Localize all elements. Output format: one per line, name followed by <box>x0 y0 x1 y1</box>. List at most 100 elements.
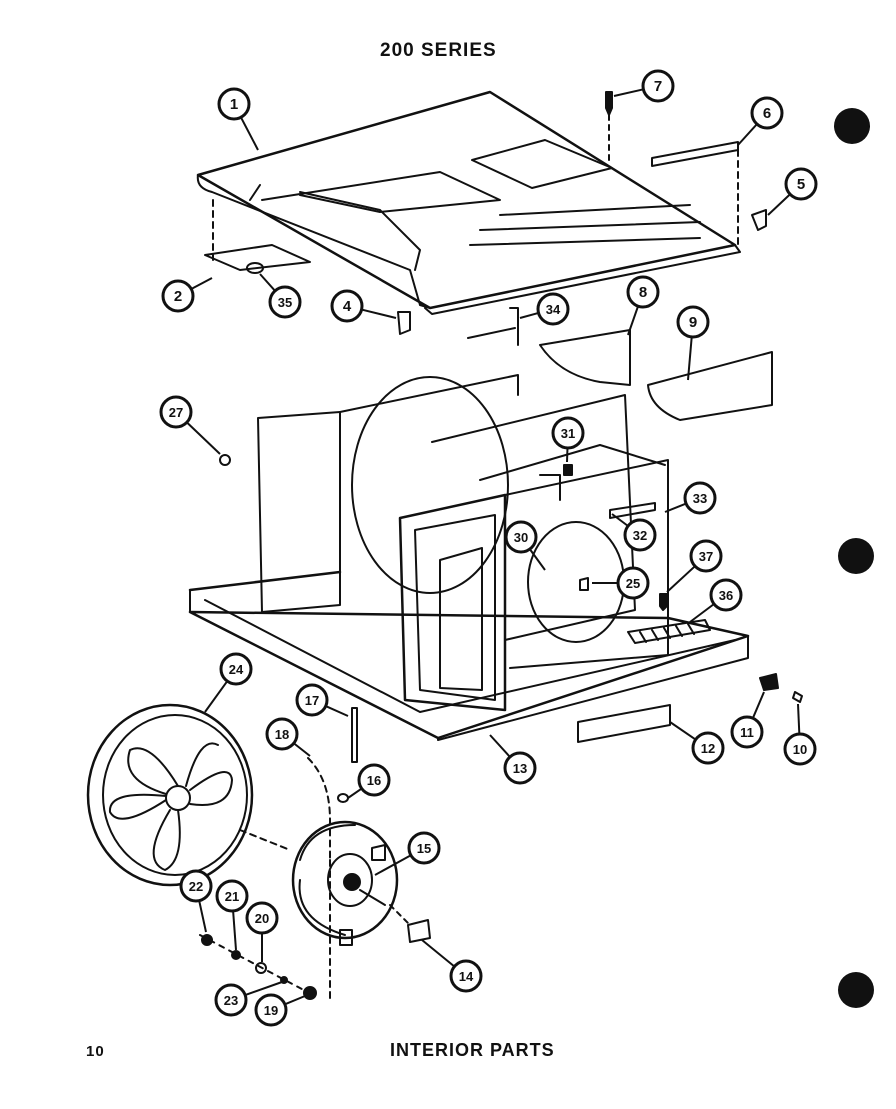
callout-leader-line <box>669 721 697 741</box>
callout-number: 32 <box>633 528 647 543</box>
callout-leader-line <box>797 703 801 735</box>
callout-36: 36 <box>689 578 743 623</box>
part-grommet-35 <box>246 262 264 274</box>
callout-balloon <box>551 416 585 450</box>
callout-leader-line <box>613 88 644 97</box>
part-hose-18 <box>307 757 331 861</box>
part-baffle-8 <box>539 329 631 386</box>
callout-balloon <box>623 518 657 552</box>
callout-number: 16 <box>367 773 381 788</box>
callout-number: 34 <box>546 302 561 317</box>
callout-leader-line <box>186 421 221 455</box>
callout-number: 12 <box>701 741 715 756</box>
callout-leader-line <box>751 691 765 719</box>
callout-16: 16 <box>347 763 391 799</box>
callout-number: 24 <box>229 662 244 677</box>
callout-number: 30 <box>514 530 528 545</box>
callout-leader-line <box>611 513 629 527</box>
part-screw-37 <box>659 593 668 611</box>
callout-number: 37 <box>699 549 713 564</box>
callout-leader-line <box>689 603 715 623</box>
callout-balloon <box>641 69 675 103</box>
callout-balloon <box>449 959 483 993</box>
callout-number: 27 <box>169 405 183 420</box>
part-rod-17 <box>351 707 358 763</box>
part-bracket-14 <box>407 919 431 943</box>
punch-hole-bottom <box>838 972 874 1008</box>
part-grille-36 <box>627 619 711 644</box>
callout-number: 20 <box>255 911 269 926</box>
callout-34: 34 <box>519 292 570 326</box>
callout-leader-line <box>325 705 349 717</box>
callout-balloon <box>179 869 213 903</box>
punch-hole-top <box>834 108 870 144</box>
callout-leader-line <box>198 900 207 933</box>
callout-leader-line <box>240 116 259 151</box>
callout-leader-line <box>627 305 640 336</box>
callout-balloon <box>295 683 329 717</box>
part-bracket-11 <box>759 673 779 691</box>
callout-number: 7 <box>654 78 662 95</box>
callout-leader-line <box>421 939 456 968</box>
callout-leader-line <box>374 854 412 876</box>
callout-balloon <box>214 983 248 1017</box>
callout-number: 9 <box>689 314 697 331</box>
callout-31: 31 <box>551 416 585 463</box>
callout-21: 21 <box>215 879 249 951</box>
part-fan-blade-24 <box>86 703 254 887</box>
callout-35: 35 <box>259 273 302 319</box>
callout-balloon <box>683 481 717 515</box>
callout-number: 8 <box>639 284 647 301</box>
callout-14: 14 <box>421 939 483 993</box>
part-baffle-9 <box>647 351 773 421</box>
callout-1: 1 <box>217 87 259 151</box>
callout-30: 30 <box>504 520 546 571</box>
part-rod-34 <box>467 307 519 346</box>
callout-balloon <box>245 901 279 935</box>
series-title: 200 SERIES <box>380 40 497 61</box>
callout-number: 11 <box>740 725 754 740</box>
part-motor-15 <box>291 820 399 946</box>
callout-number: 6 <box>763 105 771 122</box>
part-screw-7 <box>605 91 613 116</box>
part-base-pan-13 <box>188 570 750 741</box>
callout-number: 22 <box>189 879 203 894</box>
callout-balloon <box>217 87 251 121</box>
section-title: INTERIOR PARTS <box>390 1040 555 1060</box>
callout-33: 33 <box>664 481 717 515</box>
callout-balloon <box>676 305 710 339</box>
callout-balloon <box>503 751 537 785</box>
callout-balloon <box>709 578 743 612</box>
callout-11: 11 <box>730 691 765 749</box>
callout-number: 15 <box>417 841 431 856</box>
part-strip-6 <box>651 141 739 167</box>
callout-19: 19 <box>254 993 306 1027</box>
callout-balloon <box>161 279 195 313</box>
callout-number: 10 <box>793 742 807 757</box>
part-bracket-2 <box>204 244 311 271</box>
callout-18: 18 <box>265 717 311 757</box>
callout-balloon <box>730 715 764 749</box>
callout-20: 20 <box>245 901 279 962</box>
callout-number: 4 <box>343 298 352 315</box>
callout-balloon <box>330 289 364 323</box>
callout-10: 10 <box>783 703 817 766</box>
part-clamp-16 <box>337 793 349 803</box>
callout-number: 2 <box>174 288 182 305</box>
callout-17: 17 <box>295 683 349 717</box>
callout-8: 8 <box>626 275 660 336</box>
callout-9: 9 <box>676 305 710 381</box>
callout-balloon <box>750 96 784 130</box>
callout-6: 6 <box>737 96 784 146</box>
callout-leader-line <box>737 123 758 146</box>
callout-7: 7 <box>613 69 675 103</box>
part-fastener-25 <box>579 577 589 591</box>
callout-number: 14 <box>459 969 474 984</box>
callout-24: 24 <box>204 652 253 713</box>
callout-leader-line <box>190 277 213 290</box>
callout-leader-line <box>361 308 397 319</box>
part-top-cover <box>196 90 741 315</box>
